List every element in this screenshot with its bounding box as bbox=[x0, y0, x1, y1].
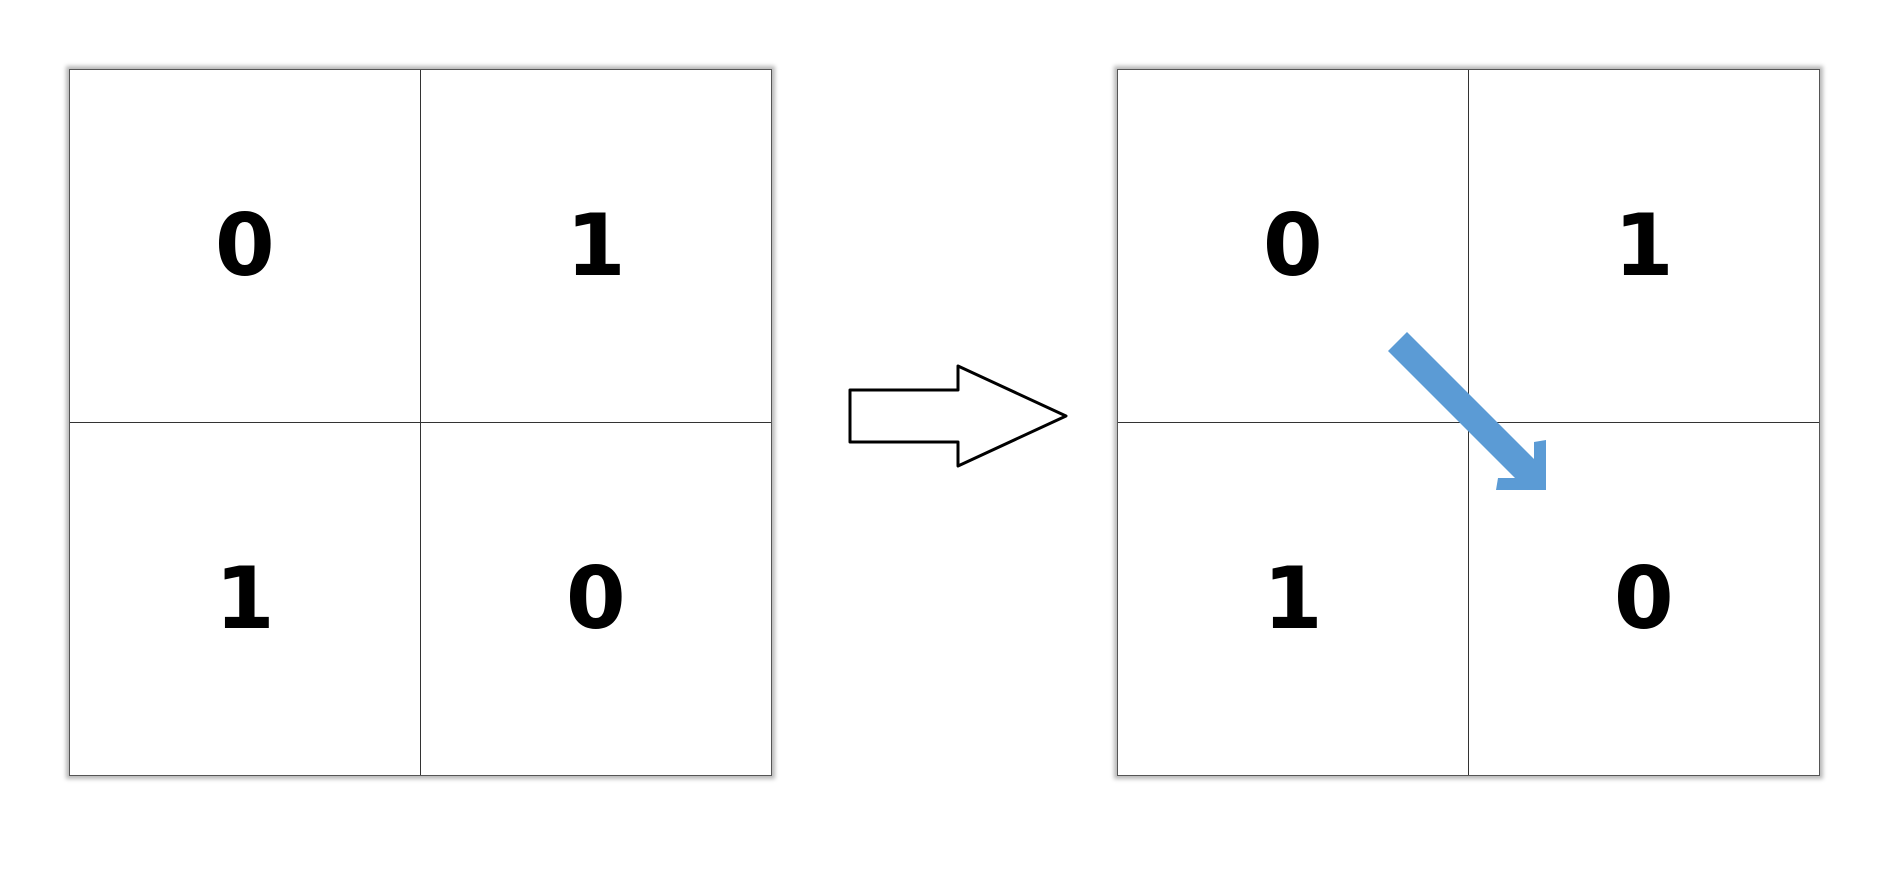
left-grid-cell: 1 bbox=[420, 70, 771, 423]
right-grid-cell: 1 bbox=[1468, 70, 1819, 423]
right-arrow-outline-icon bbox=[848, 364, 1068, 468]
left-grid: 0 1 1 0 bbox=[69, 69, 772, 776]
left-grid-cell: 1 bbox=[70, 422, 421, 775]
right-grid-cell: 0 bbox=[1613, 548, 1674, 649]
right-grid-cell: 1 bbox=[1118, 422, 1469, 775]
right-grid: 0 1 1 0 bbox=[1117, 69, 1820, 776]
left-grid-cell: 0 bbox=[565, 548, 626, 649]
right-grid-cell: 0 bbox=[1118, 70, 1469, 423]
left-grid-cell: 0 bbox=[70, 70, 421, 423]
